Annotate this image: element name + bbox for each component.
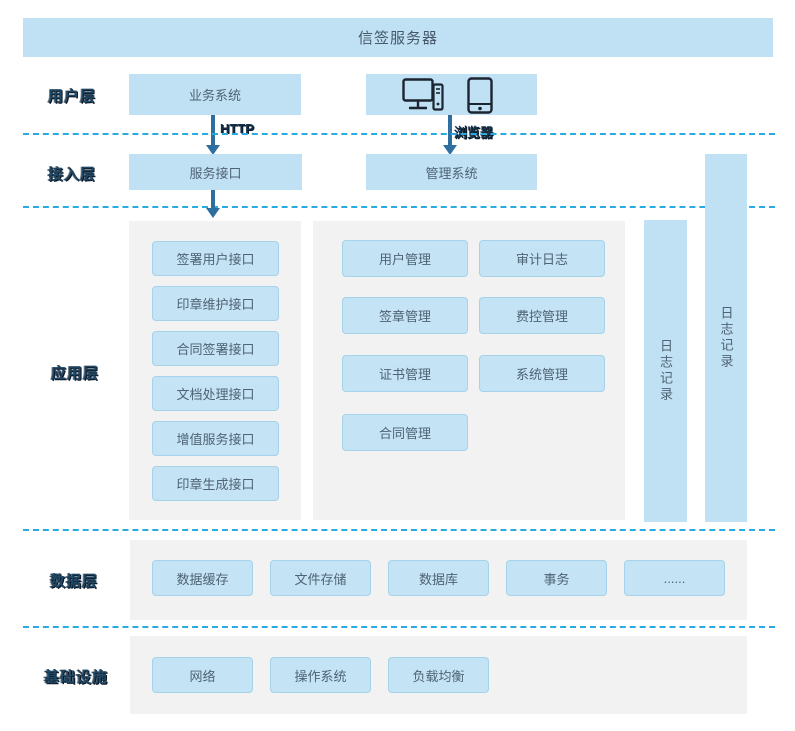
interface-box: 签署用户接口 [152, 241, 279, 276]
separator-application-data [23, 529, 775, 531]
data-box: 数据缓存 [152, 560, 253, 596]
interface-box: 合同签署接口 [152, 331, 279, 366]
title-banner: 信签服务器 [23, 18, 773, 57]
desktop-computer-icon [402, 78, 446, 113]
infrastructure-box: 操作系统 [270, 657, 371, 693]
module-box: 签章管理 [342, 297, 468, 334]
arrow-head-business-to-service [206, 145, 220, 155]
arrow-line-service-to-application [211, 190, 215, 209]
arrow-line-business-to-service [211, 115, 215, 146]
layer-label-infrastructure: 基础设施 [44, 669, 109, 686]
interface-box: 文档处理接口 [152, 376, 279, 411]
layer-label-access: 接入层 [48, 166, 97, 183]
layer-label-application: 应用层 [51, 365, 100, 382]
browser-label: 浏览器 [454, 125, 494, 140]
interface-box: 印章生成接口 [152, 466, 279, 501]
management-system-box: 管理系统 [366, 154, 537, 190]
data-box: 事务 [506, 560, 607, 596]
layer-label-data: 数据层 [50, 573, 99, 590]
interface-box: 印章维护接口 [152, 286, 279, 321]
module-box: 合同管理 [342, 414, 468, 451]
module-box: 审计日志 [479, 240, 605, 277]
service-interface-box: 服务接口 [129, 154, 302, 190]
log-record-bar-inner: 日志记录 [644, 220, 687, 522]
log-record-bar-outer-label: 日志记录 [718, 306, 734, 370]
module-box: 用户管理 [342, 240, 468, 277]
arrow-head-devices-to-management [443, 145, 457, 155]
log-record-bar-outer: 日志记录 [705, 154, 747, 522]
module-box: 费控管理 [479, 297, 605, 334]
layer-label-user: 用户层 [48, 88, 97, 105]
business-system-box: 业务系统 [129, 74, 301, 115]
client-devices-box [366, 74, 537, 115]
arrow-line-devices-to-management [448, 115, 452, 146]
data-box-ellipsis: ...... [624, 560, 725, 596]
module-box: 系统管理 [479, 355, 605, 392]
http-label: HTTP [220, 121, 254, 136]
data-box: 数据库 [388, 560, 489, 596]
infrastructure-box: 负载均衡 [388, 657, 489, 693]
separator-access-application [23, 206, 775, 208]
log-record-bar-inner-label: 日志记录 [658, 339, 673, 403]
arrow-head-service-to-application [206, 208, 220, 218]
separator-data-infrastructure [23, 626, 775, 628]
infrastructure-box: 网络 [152, 657, 253, 693]
module-box: 证书管理 [342, 355, 468, 392]
diagram-title: 信签服务器 [357, 30, 438, 47]
separator-user-access [23, 133, 775, 135]
interface-box: 增值服务接口 [152, 421, 279, 456]
data-box: 文件存储 [270, 560, 371, 596]
smartphone-icon [467, 77, 493, 114]
